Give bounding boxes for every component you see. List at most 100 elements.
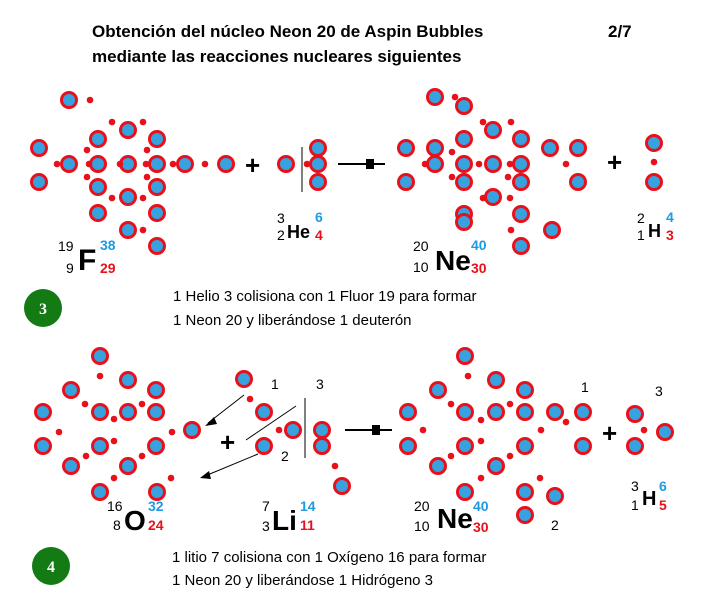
proton-link — [53, 160, 61, 168]
nucleon-ball — [456, 483, 474, 501]
nucleon-ball — [512, 205, 530, 223]
proton-link — [640, 426, 648, 434]
proton-link — [108, 194, 116, 202]
nucleon-ball — [397, 139, 415, 157]
neon-atomic-number: 10 — [413, 259, 429, 275]
nucleon-ball — [313, 421, 331, 439]
reaction3-plus-left: + — [245, 150, 260, 180]
proton-link — [537, 426, 545, 434]
hydrogen-lower-number: 3 — [666, 227, 674, 243]
helium-upper-number: 6 — [315, 209, 323, 225]
oxygen-symbol: O — [124, 505, 146, 536]
nucleon-ball — [60, 155, 78, 173]
nucleon-ball — [147, 437, 165, 455]
nucleon-ball — [91, 347, 109, 365]
reaction3-fluorine-label: 19 9 F 38 29 — [58, 237, 116, 277]
proton-link — [96, 372, 104, 380]
nucleon-ball — [333, 477, 351, 495]
proton-link — [138, 452, 146, 460]
helium-mass-number: 3 — [277, 210, 285, 226]
nucleon-ball — [484, 188, 502, 206]
nucleon-ball — [148, 237, 166, 255]
neon-symbol: Ne — [435, 245, 471, 276]
proton-link — [81, 400, 89, 408]
helium-lower-number: 4 — [315, 227, 323, 243]
incoming-arrow-upper-head — [205, 417, 217, 426]
nucleon-ball — [147, 403, 165, 421]
nucleon-ball — [148, 483, 166, 501]
nucleon-ball — [569, 173, 587, 191]
reaction4-caption-line-1: 1 litio 7 colisiona con 1 Oxígeno 16 par… — [172, 549, 486, 566]
reaction4-oxygen-label: 16 8 O 32 24 — [107, 498, 164, 536]
lithium-particle-label-2: 2 — [281, 448, 289, 464]
nucleon-ball — [399, 403, 417, 421]
proton-link — [507, 226, 515, 234]
reaction4-neon-label: 20 10 Ne 40 30 — [414, 498, 489, 535]
proton-link — [86, 96, 94, 104]
fluorine-mass-number: 19 — [58, 238, 74, 254]
nucleon-ball — [176, 155, 194, 173]
nucleon-ball — [91, 483, 109, 501]
proton-link — [477, 416, 485, 424]
nucleon-ball — [516, 506, 534, 524]
lithium-lower-number: 11 — [300, 517, 315, 533]
proton-link — [506, 452, 514, 460]
proton-link — [167, 474, 175, 482]
oxygen-lower-number: 24 — [148, 517, 164, 533]
nucleon-ball — [455, 213, 473, 231]
nucleon-ball — [89, 130, 107, 148]
proton-link — [83, 146, 91, 154]
neon-atomic-number: 10 — [414, 518, 430, 534]
nucleon-ball — [313, 437, 331, 455]
nucleon-ball — [455, 97, 473, 115]
nucleon-ball — [89, 178, 107, 196]
hydrogen-upper-number: 6 — [659, 478, 667, 494]
reaction3-caption-line-1: 1 Helio 3 colisiona con 1 Fluor 19 para … — [173, 288, 477, 305]
nucleon-ball — [255, 403, 273, 421]
nucleon-ball — [309, 173, 327, 191]
nucleon-ball — [516, 483, 534, 501]
nucleon-ball — [512, 237, 530, 255]
hydrogen-upper-number: 4 — [666, 209, 674, 225]
neon-particle-label-2: 2 — [551, 517, 559, 533]
hydrogen-mass-number: 2 — [637, 210, 645, 226]
fluorine-atomic-number: 9 — [66, 260, 74, 276]
hydrogen-mass-number: 3 — [631, 478, 639, 494]
nucleon-ball — [91, 437, 109, 455]
reaction4-badge-number: 4 — [47, 559, 55, 576]
reaction4-arrow-head — [372, 425, 380, 435]
proton-link — [110, 415, 118, 423]
nucleon-ball — [456, 403, 474, 421]
nucleon-ball — [148, 178, 166, 196]
nucleon-ball — [148, 130, 166, 148]
nucleon-ball — [34, 437, 52, 455]
nucleon-ball — [645, 173, 663, 191]
proton-link — [201, 160, 209, 168]
neon-symbol: Ne — [437, 503, 473, 534]
proton-link — [562, 160, 570, 168]
nucleon-ball — [574, 403, 592, 421]
nucleon-ball — [30, 173, 48, 191]
proton-link — [116, 160, 124, 168]
nucleon-ball — [119, 403, 137, 421]
nucleon-ball — [487, 371, 505, 389]
proton-link — [143, 173, 151, 181]
helium-symbol: He — [287, 222, 310, 242]
nucleon-ball — [484, 155, 502, 173]
oxygen-atomic-number: 8 — [113, 517, 121, 533]
reaction3-badge-number: 3 — [39, 301, 47, 318]
reaction3-arrow-head — [366, 159, 374, 169]
proton-link — [331, 462, 339, 470]
proton-link — [142, 160, 150, 168]
proton-link — [464, 372, 472, 380]
reaction4-hydrogen-label: 3 1 H 6 5 — [631, 478, 667, 513]
proton-link — [168, 428, 176, 436]
lithium-mass-number: 7 — [262, 498, 270, 514]
nucleon-ball — [397, 173, 415, 191]
fluorine-upper-number: 38 — [100, 237, 116, 253]
oxygen-upper-number: 32 — [148, 498, 164, 514]
nucleon-ball — [516, 403, 534, 421]
proton-link — [479, 118, 487, 126]
reaction4-badge — [32, 547, 70, 585]
proton-link — [246, 395, 254, 403]
